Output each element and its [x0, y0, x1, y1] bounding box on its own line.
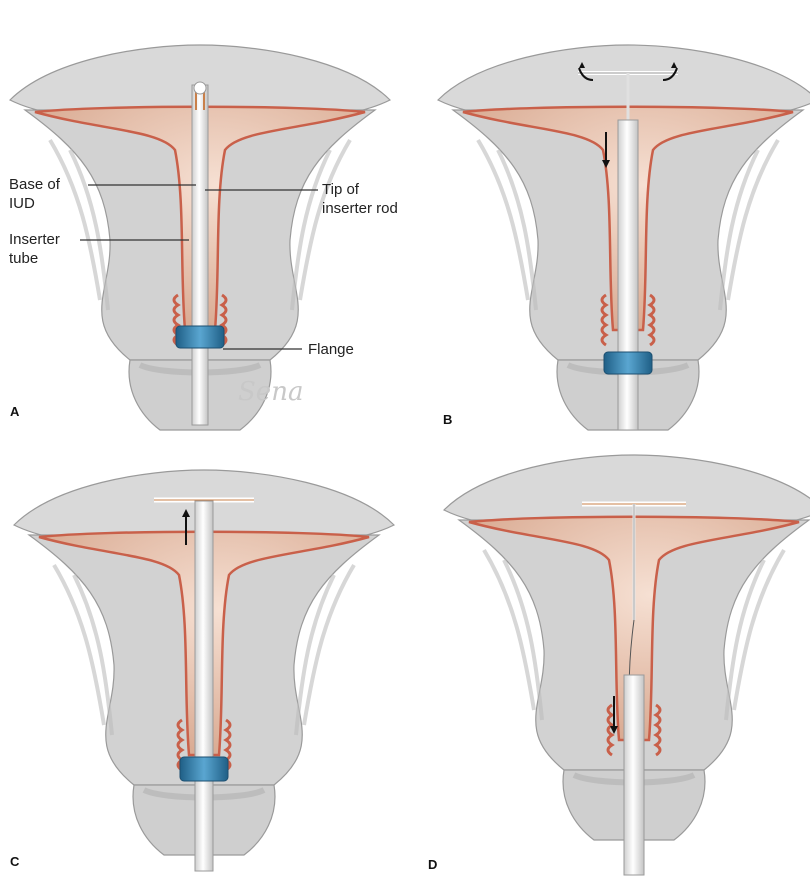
label-flange: Flange: [308, 341, 354, 358]
panel-label-a: A: [10, 404, 20, 419]
panel-a: [10, 45, 390, 430]
label-inserter-tube-line2: tube: [9, 250, 38, 267]
label-tip-rod-line1: Tip of: [322, 181, 360, 198]
panel-label-c: C: [10, 854, 20, 869]
label-inserter-tube-line1: Inserter: [9, 231, 60, 248]
artist-signature: Sena: [238, 377, 303, 407]
panel-d: [444, 455, 810, 875]
label-tip-rod-line2: inserter rod: [322, 200, 398, 217]
panel-label-b: B: [443, 412, 452, 427]
label-base-of-iud-line2: IUD: [9, 195, 35, 212]
panel-label-d: D: [428, 857, 437, 872]
label-base-of-iud-line1: Base of: [9, 176, 61, 193]
panel-b: [438, 45, 810, 430]
panel-c: [14, 470, 394, 871]
